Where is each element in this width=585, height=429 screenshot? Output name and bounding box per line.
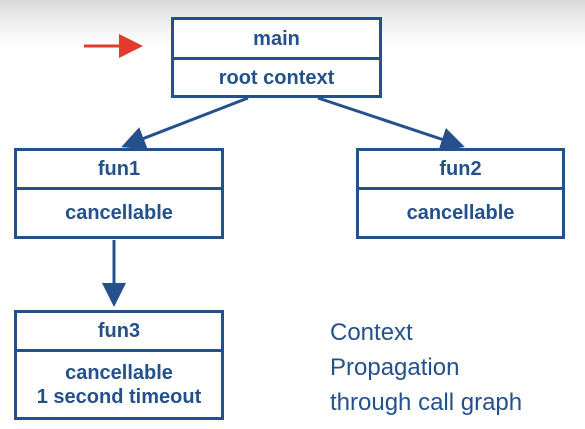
node-fun1: fun1 cancellable (14, 148, 224, 239)
node-fun2-header: fun2 (359, 151, 562, 190)
node-fun1-body: cancellable (17, 190, 221, 236)
caption-line-3: through call graph (330, 389, 523, 416)
node-main-line-1: root context (218, 66, 335, 89)
node-main-header: main (174, 20, 379, 60)
node-fun1-header: fun1 (17, 151, 221, 190)
node-fun3-name: fun3 (97, 320, 141, 342)
edge-main-fun1 (121, 96, 249, 150)
node-fun3-header: fun3 (17, 313, 221, 352)
node-fun2-line-1: cancellable (406, 202, 515, 224)
edge-main-fun2 (317, 96, 465, 151)
node-fun2: fun2 cancellable (356, 148, 565, 239)
node-fun1-line-1: cancellable (65, 202, 173, 224)
node-main-name: main (253, 27, 300, 50)
node-main: main root context (171, 17, 382, 98)
node-fun3-body: cancellable 1 second timeout (17, 352, 221, 417)
node-fun3-line-2: 1 second timeout (36, 385, 202, 408)
node-fun3: fun3 cancellable 1 second timeout (14, 310, 224, 420)
node-main-body: root context (174, 60, 379, 95)
caption: Context Propagation through call graph (330, 315, 522, 420)
node-fun1-name: fun1 (97, 158, 141, 180)
node-fun2-name: fun2 (439, 158, 482, 180)
caption-line-1: Context (330, 319, 413, 346)
caption-line-2: Propagation (330, 354, 460, 381)
node-fun2-body: cancellable (359, 190, 562, 236)
node-fun3-line-1: cancellable (65, 361, 173, 384)
